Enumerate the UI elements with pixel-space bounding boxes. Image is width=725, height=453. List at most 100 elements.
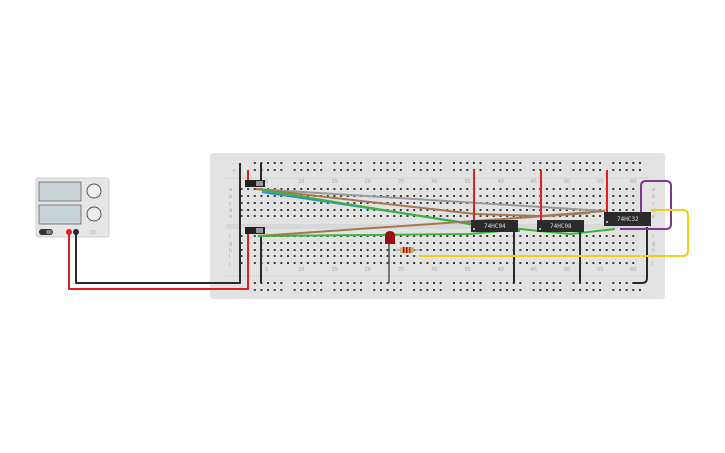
hole[interactable] bbox=[479, 249, 482, 251]
hole[interactable] bbox=[466, 195, 469, 197]
hole[interactable] bbox=[479, 169, 482, 171]
hole[interactable] bbox=[452, 169, 455, 171]
hole[interactable] bbox=[552, 202, 555, 204]
hole[interactable] bbox=[399, 169, 402, 171]
hole[interactable] bbox=[293, 162, 296, 164]
hole[interactable] bbox=[413, 289, 416, 291]
hole[interactable] bbox=[612, 202, 615, 204]
hole[interactable] bbox=[559, 249, 562, 251]
hole[interactable] bbox=[366, 202, 369, 204]
hole[interactable] bbox=[419, 235, 422, 237]
hole[interactable] bbox=[592, 249, 595, 251]
hole[interactable] bbox=[320, 215, 323, 217]
hole[interactable] bbox=[340, 195, 343, 197]
hole[interactable] bbox=[499, 162, 502, 164]
hole[interactable] bbox=[632, 289, 635, 291]
hole[interactable] bbox=[379, 262, 382, 264]
hole[interactable] bbox=[499, 195, 502, 197]
hole[interactable] bbox=[625, 242, 628, 244]
hole[interactable] bbox=[612, 209, 615, 211]
hole[interactable] bbox=[360, 262, 363, 264]
hole[interactable] bbox=[559, 209, 562, 211]
hole[interactable] bbox=[313, 255, 316, 257]
hole[interactable] bbox=[486, 188, 489, 190]
hole[interactable] bbox=[506, 282, 509, 284]
hole[interactable] bbox=[459, 262, 462, 264]
hole[interactable] bbox=[499, 282, 502, 284]
hole[interactable] bbox=[419, 202, 422, 204]
hole[interactable] bbox=[320, 169, 323, 171]
hole[interactable] bbox=[459, 195, 462, 197]
hole[interactable] bbox=[512, 169, 515, 171]
hole[interactable] bbox=[499, 169, 502, 171]
hole[interactable] bbox=[506, 202, 509, 204]
hole[interactable] bbox=[466, 209, 469, 211]
hole[interactable] bbox=[373, 262, 376, 264]
hole[interactable] bbox=[366, 188, 369, 190]
hole[interactable] bbox=[360, 215, 363, 217]
hole[interactable] bbox=[519, 162, 522, 164]
hole[interactable] bbox=[506, 188, 509, 190]
hole[interactable] bbox=[247, 188, 250, 190]
hole[interactable] bbox=[379, 235, 382, 237]
hole[interactable] bbox=[506, 235, 509, 237]
hole[interactable] bbox=[426, 202, 429, 204]
hole[interactable] bbox=[466, 188, 469, 190]
hole[interactable] bbox=[379, 249, 382, 251]
hole[interactable] bbox=[393, 209, 396, 211]
hole[interactable] bbox=[267, 242, 270, 244]
hole[interactable] bbox=[386, 162, 389, 164]
hole[interactable] bbox=[472, 249, 475, 251]
hole[interactable] bbox=[559, 242, 562, 244]
hole[interactable] bbox=[333, 209, 336, 211]
hole[interactable] bbox=[433, 242, 436, 244]
hole[interactable] bbox=[565, 188, 568, 190]
hole[interactable] bbox=[565, 195, 568, 197]
hole[interactable] bbox=[618, 249, 621, 251]
hole[interactable] bbox=[446, 202, 449, 204]
hole[interactable] bbox=[346, 255, 349, 257]
hole[interactable] bbox=[393, 249, 396, 251]
hole[interactable] bbox=[625, 188, 628, 190]
hole[interactable] bbox=[579, 188, 582, 190]
hole[interactable] bbox=[393, 262, 396, 264]
hole[interactable] bbox=[353, 215, 356, 217]
chip-74hc32[interactable]: 74HC32 bbox=[604, 212, 651, 226]
hole[interactable] bbox=[300, 202, 303, 204]
hole[interactable] bbox=[486, 215, 489, 217]
hole[interactable] bbox=[313, 249, 316, 251]
hole[interactable] bbox=[399, 215, 402, 217]
hole[interactable] bbox=[526, 262, 529, 264]
hole[interactable] bbox=[313, 202, 316, 204]
hole[interactable] bbox=[439, 262, 442, 264]
hole[interactable] bbox=[353, 282, 356, 284]
hole[interactable] bbox=[625, 235, 628, 237]
hole[interactable] bbox=[439, 249, 442, 251]
hole[interactable] bbox=[526, 188, 529, 190]
hole[interactable] bbox=[340, 242, 343, 244]
hole[interactable] bbox=[472, 262, 475, 264]
hole[interactable] bbox=[333, 215, 336, 217]
hole[interactable] bbox=[253, 215, 256, 217]
hole[interactable] bbox=[320, 255, 323, 257]
hole[interactable] bbox=[545, 262, 548, 264]
hole[interactable] bbox=[379, 215, 382, 217]
hole[interactable] bbox=[638, 169, 641, 171]
hole[interactable] bbox=[612, 169, 615, 171]
hole[interactable] bbox=[532, 235, 535, 237]
hole[interactable] bbox=[333, 255, 336, 257]
hole[interactable] bbox=[340, 169, 343, 171]
hole[interactable] bbox=[426, 289, 429, 291]
hole[interactable] bbox=[240, 262, 243, 264]
hole[interactable] bbox=[625, 249, 628, 251]
hole[interactable] bbox=[433, 162, 436, 164]
hole[interactable] bbox=[306, 249, 309, 251]
hole[interactable] bbox=[406, 209, 409, 211]
hole[interactable] bbox=[472, 282, 475, 284]
hole[interactable] bbox=[612, 162, 615, 164]
led[interactable] bbox=[385, 231, 395, 244]
hole[interactable] bbox=[399, 235, 402, 237]
hole[interactable] bbox=[306, 188, 309, 190]
hole[interactable] bbox=[459, 209, 462, 211]
hole[interactable] bbox=[526, 249, 529, 251]
